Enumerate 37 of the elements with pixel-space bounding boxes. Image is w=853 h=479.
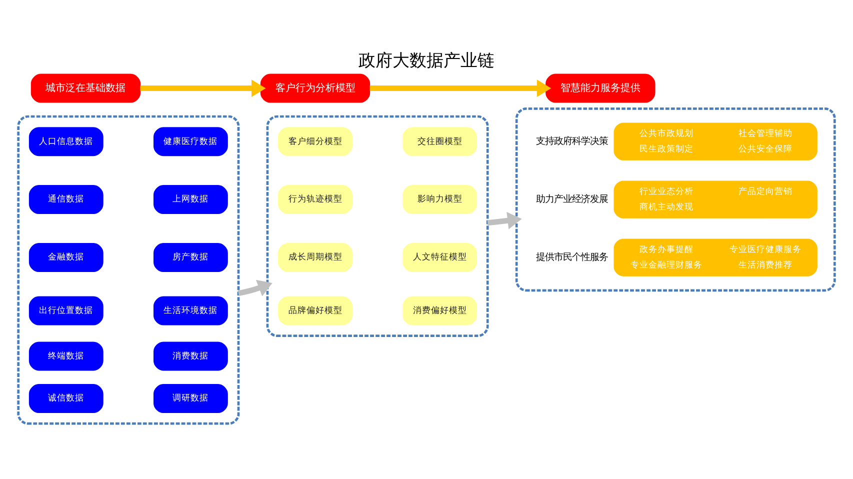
- node-box: 诚信数据: [28, 384, 104, 414]
- cluster: [266, 115, 489, 338]
- node-box: 成长周期模型: [278, 243, 352, 272]
- node-box: 金融数据: [28, 243, 104, 272]
- node-box: 品牌偏好模型: [278, 296, 352, 326]
- arrow: [487, 212, 522, 230]
- node-label: 支持政府科学决策: [536, 136, 608, 148]
- node-box: 出行位置数据: [28, 296, 104, 326]
- arrow: [140, 80, 266, 98]
- node-box: 房产数据: [153, 243, 228, 272]
- node-box: 人文特征模型: [402, 243, 478, 272]
- node-box: 终端数据: [28, 342, 104, 371]
- arrow: [238, 280, 272, 296]
- node-box: 健康医疗数据: [153, 127, 228, 156]
- node-box: 政务办事提醒 专业医疗健康服务 专业金融理财服务 生活消费推荐: [614, 238, 818, 276]
- node-box: 上网数据: [153, 185, 228, 214]
- cluster: [515, 108, 836, 292]
- node-box: 智慧能力服务提供: [546, 74, 656, 103]
- node-box: 调研数据: [153, 384, 228, 414]
- node-box: 生活环境数据: [153, 296, 228, 326]
- node-box: 消费数据: [153, 342, 228, 371]
- cluster: [17, 115, 240, 425]
- arrow: [370, 80, 552, 98]
- node-box: 影响力模型: [402, 185, 478, 214]
- node-box: 通信数据: [28, 185, 104, 214]
- node-box: 行为轨迹模型: [278, 185, 352, 214]
- node-box: 行业业态分析 产品定向营销 商机主动发现: [614, 180, 818, 218]
- node-box: 公共市政规划 社会管理辅助 民生政策制定 公共安全保障: [614, 122, 818, 160]
- node-box: 人口信息数据: [28, 127, 104, 156]
- diagram-title: 政府大数据产业链: [358, 51, 494, 72]
- node-box: 消费偏好模型: [402, 296, 478, 326]
- node-box: 城市泛在基础数据: [30, 74, 141, 103]
- node-label: 提供市民个性服务: [536, 252, 608, 263]
- node-box: 客户行为分析模型: [260, 74, 370, 103]
- node-box: 客户细分模型: [278, 127, 352, 156]
- node-label: 助力产业经济发展: [536, 194, 608, 205]
- node-box: 交往圈模型: [402, 127, 478, 156]
